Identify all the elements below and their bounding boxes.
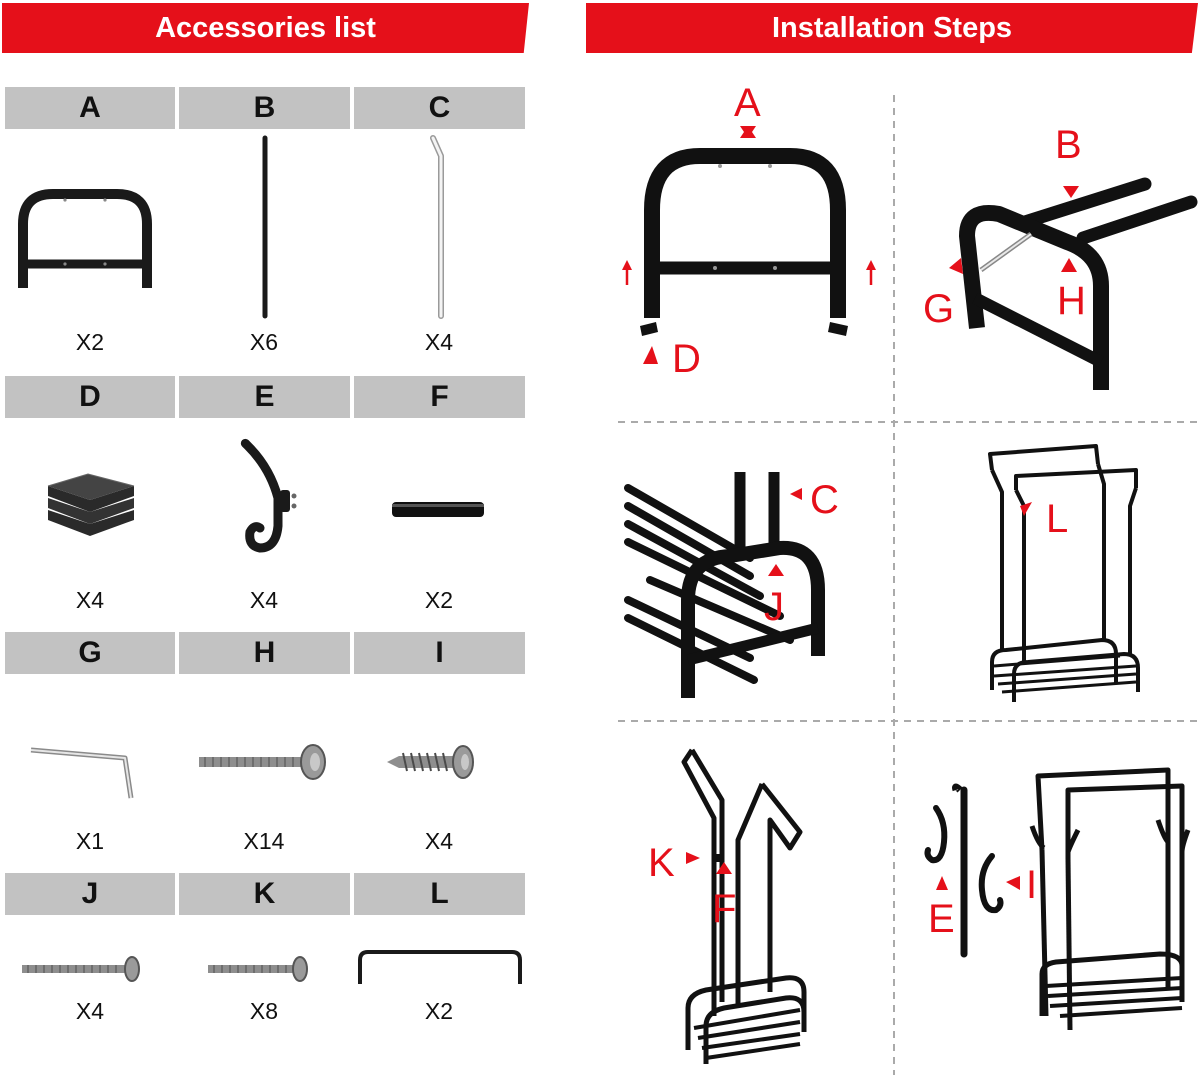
short-bolt-icon <box>208 956 308 982</box>
step-3-diagram: C J <box>624 472 839 698</box>
step-2-label-g: G <box>923 287 954 331</box>
vertical-divider <box>893 95 895 1075</box>
part-qty-g: X1 <box>75 828 105 854</box>
part-letter-k: K <box>179 873 350 915</box>
frame-icon <box>18 189 152 288</box>
part-qty-c: X4 <box>424 329 454 355</box>
part-letter-b: B <box>179 87 350 129</box>
part-qty-k: X8 <box>249 998 279 1024</box>
part-qty-i: X4 <box>424 828 454 854</box>
part-letter-d: D <box>5 376 175 418</box>
step-5-diagram: K F <box>648 748 807 1064</box>
installation-title: Installation Steps <box>771 11 1013 44</box>
installation-steps-banner: Installation Steps <box>586 3 1198 53</box>
step-6-diagram: E I <box>924 767 1191 1031</box>
accessories-title: Accessories list <box>155 11 376 44</box>
part-qty-h: X14 <box>243 828 285 854</box>
bolt-icon <box>22 956 140 982</box>
part-letter-i: I <box>354 632 525 674</box>
step-3-label-j: J <box>764 585 784 629</box>
part-qty-f: X2 <box>424 587 454 613</box>
step-4-label-l: L <box>1046 497 1068 541</box>
step-2-label-b: B <box>1055 123 1082 167</box>
part-qty-b: X6 <box>249 329 279 355</box>
part-qty-a: X2 <box>75 329 105 355</box>
step-3-label-c: C <box>810 478 839 522</box>
part-letter-l: L <box>354 873 525 915</box>
connector-tube-icon <box>392 502 484 517</box>
part-qty-l: X2 <box>424 998 454 1024</box>
rod-icon <box>262 135 268 319</box>
step-5-label-f: F <box>712 887 736 931</box>
part-letter-j: J <box>5 873 175 915</box>
hook-icon <box>240 438 297 553</box>
step-2-diagram: B G H <box>923 123 1198 390</box>
step-4-diagram: L <box>988 444 1140 702</box>
top-bar-icon <box>358 950 522 984</box>
part-letter-c: C <box>354 87 525 129</box>
foot-pad-icon <box>47 473 135 536</box>
step-6-label-e: E <box>928 897 955 941</box>
step-1-diagram: A D <box>622 81 876 381</box>
step-5-label-k: K <box>648 841 675 885</box>
part-letter-f: F <box>354 376 525 418</box>
part-letter-g: G <box>5 632 175 674</box>
part-letter-a: A <box>5 87 175 129</box>
step-6-label-i: I <box>1026 863 1037 907</box>
long-bolt-icon <box>199 744 326 780</box>
part-letter-e: E <box>179 376 350 418</box>
part-letter-h: H <box>179 632 350 674</box>
horizontal-divider-2 <box>618 720 1200 722</box>
step-1-label-d: D <box>672 337 701 381</box>
screw-icon <box>387 745 474 779</box>
step-1-label-a: A <box>734 81 761 125</box>
part-qty-d: X4 <box>75 587 105 613</box>
part-qty-e: X4 <box>249 587 279 613</box>
bent-rod-icon <box>430 135 444 319</box>
accessories-list-banner: Accessories list <box>2 3 529 53</box>
allen-key-icon <box>30 747 134 799</box>
horizontal-divider-1 <box>618 421 1200 423</box>
part-qty-j: X4 <box>75 998 105 1024</box>
step-2-label-h: H <box>1057 279 1086 323</box>
